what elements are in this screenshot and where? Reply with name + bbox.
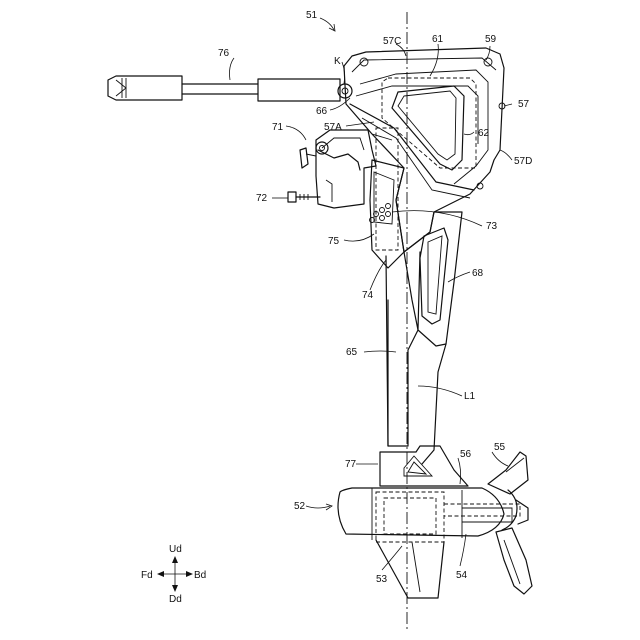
label-75: 75 [328, 236, 340, 247]
label-52: 52 [294, 501, 306, 512]
drive-shaft-housing [386, 252, 446, 464]
direction-backward-label: Bd [194, 570, 206, 581]
direction-indicator: Ud Dd Fd Bd [141, 544, 206, 605]
lower-unit [338, 446, 520, 598]
label-73: 73 [486, 221, 498, 232]
label-51: 51 [306, 10, 318, 21]
label-72: 72 [256, 193, 268, 204]
label-61: 61 [432, 34, 444, 45]
arrow-down-icon [172, 585, 178, 592]
label-65: 65 [346, 347, 358, 358]
direction-down-label: Dd [169, 594, 182, 605]
label-54: 54 [456, 570, 468, 581]
direction-up-label: Ud [169, 544, 182, 555]
label-K: K [334, 56, 341, 67]
label-77: 77 [345, 459, 357, 470]
arrow-right-icon [186, 571, 193, 577]
label-55: 55 [494, 442, 506, 453]
label-71: 71 [272, 122, 284, 133]
label-L1: L1 [464, 391, 476, 402]
label-53: 53 [376, 574, 388, 585]
label-76: 76 [218, 48, 230, 59]
label-57C: 57C [383, 36, 401, 47]
label-66: 66 [316, 106, 328, 117]
label-56: 56 [460, 449, 472, 460]
label-59: 59 [485, 34, 497, 45]
arrow-up-icon [172, 556, 178, 563]
upper-bracket [344, 48, 505, 252]
label-57A: 57A [324, 122, 342, 133]
arrow-left-icon [157, 571, 164, 577]
label-68: 68 [472, 268, 484, 279]
clamp-bracket [288, 130, 376, 208]
propeller [488, 452, 532, 594]
direction-forward-label: Fd [141, 570, 153, 581]
label-62: 62 [478, 128, 490, 139]
reference-labels: 51 57C 61 59 57 62 57D 76 K 66 57A 71 72… [218, 10, 532, 585]
label-57: 57 [518, 99, 530, 110]
label-57D: 57D [514, 156, 532, 167]
label-74: 74 [362, 290, 374, 301]
